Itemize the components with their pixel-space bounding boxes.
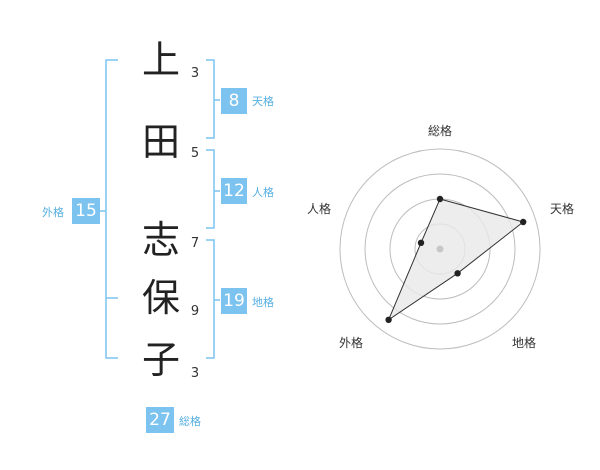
tenkaku-bracket [206, 59, 215, 139]
radar-point-1 [436, 195, 444, 203]
name-char-2: 田 [141, 120, 180, 164]
name-char-1: 上 [141, 38, 180, 82]
radar-grid-ring-4 [339, 148, 541, 350]
tenkaku-label: 天格 [252, 95, 274, 108]
radar-center-dot [436, 245, 444, 253]
chikaku-bracket [206, 239, 215, 359]
radar-label-tenkaku: 天格 [550, 202, 575, 216]
name-char-4: 保 [141, 276, 180, 320]
radar-point-2 [520, 218, 527, 226]
chikaku-value-badge: 19 [221, 288, 247, 314]
gaikaku-bracket [105, 59, 118, 359]
soukaku-label: 総格 [179, 415, 201, 428]
jinkaku-value-badge: 12 [221, 178, 247, 204]
radar-label-chikaku: 地格 [512, 336, 537, 350]
radar-label-jinkaku: 人格 [307, 202, 332, 216]
name-char-5: 子 [141, 338, 180, 382]
chikaku-label: 地格 [252, 296, 274, 309]
soukaku-value-badge: 27 [146, 407, 174, 433]
jinkaku-bracket [206, 149, 215, 229]
gaikaku-label: 外格 [42, 206, 64, 219]
name-char-3: 志 [141, 218, 180, 262]
radar-point-3 [454, 270, 461, 277]
tenkaku-value-badge: 8 [221, 88, 247, 114]
stroke-count-5: 3 [190, 366, 200, 381]
radar-label-gaikaku: 外格 [339, 336, 364, 350]
stroke-count-3: 7 [190, 236, 200, 251]
radar-label-soukaku: 総格 [428, 124, 453, 138]
stroke-count-4: 9 [190, 304, 200, 319]
stroke-count-1: 3 [190, 66, 200, 81]
jinkaku-label: 人格 [252, 186, 274, 199]
gaikaku-value-badge: 15 [72, 198, 100, 224]
radar-value-polygon [387, 198, 525, 322]
radar-point-4 [385, 316, 392, 323]
radar-grid-ring-3 [364, 173, 516, 325]
radar-point-5 [417, 239, 425, 246]
stroke-count-2: 5 [190, 146, 200, 161]
